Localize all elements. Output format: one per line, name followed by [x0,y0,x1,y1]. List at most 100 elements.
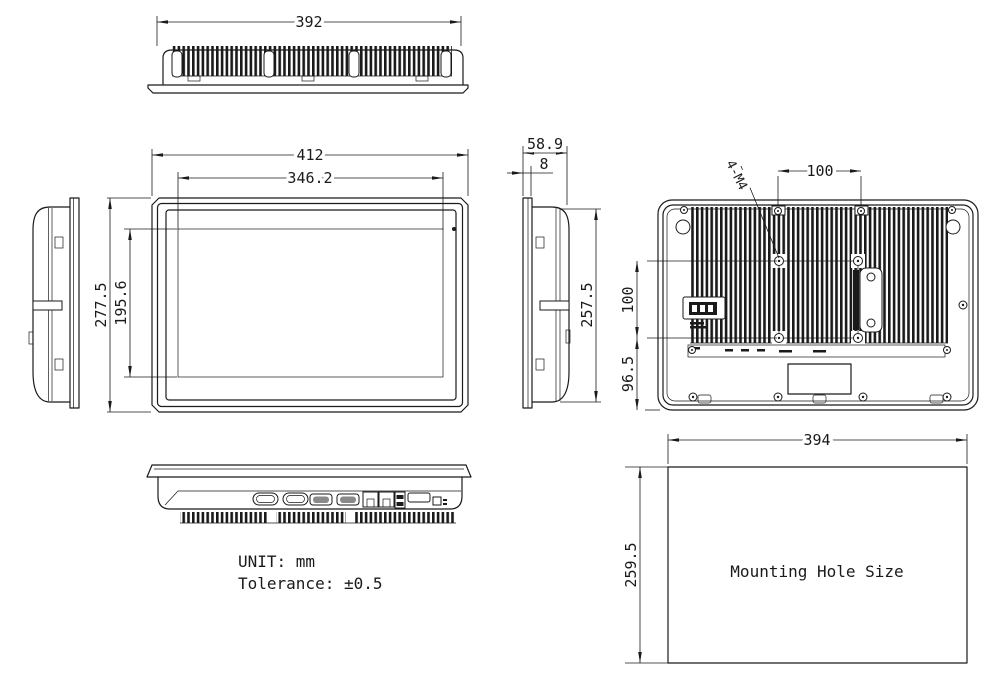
screw-icon [942,392,952,402]
drawing-notes: UNIT: mm Tolerance: ±0.5 [238,552,383,593]
side-mount-bar [539,300,570,311]
dim-label-195-6: 195.6 [112,280,130,325]
dim-cutout-height: 259.5 [622,466,668,664]
display-glass [165,209,457,401]
dim-vesa-horizontal: 100 [777,159,862,206]
top-view: 392 [147,10,469,94]
front-view: 412 346.2 277.5 195.6 [92,143,469,413]
mounting-hole-view: Mounting Hole Size 394 259.5 [622,428,968,664]
side-clip [54,236,64,249]
display-active-area [177,228,444,378]
top-tab [187,75,201,82]
corner-hole [675,219,691,235]
screw-icon [773,392,783,402]
rear-inner-line [662,204,974,406]
screw-icon [858,392,868,402]
vesa-mount-holes [774,256,863,343]
dim-display-width: 346.2 [177,166,444,230]
screw-icon [774,207,782,215]
dim-label-257-5: 257.5 [578,282,596,327]
dim-front-height: 277.5 [92,197,151,413]
side-mount-bar [32,300,63,311]
standoff-slot [171,50,183,78]
mounting-hole-label: Mounting Hole Size [730,562,903,581]
front-bezel-outline [151,197,469,413]
side-latch [565,329,571,344]
top-tab [415,75,429,82]
dim-label-259-5: 259.5 [622,542,640,587]
dim-label-100-top: 100 [806,162,833,180]
mounting-cutout-outline [667,466,968,664]
lan-port [378,491,395,508]
terminal-fine-print [690,326,708,329]
bracket-slot [853,270,859,330]
power-terminal-block [682,296,726,329]
bottom-view-body [157,476,463,510]
dim-vesa-vertical: 100 [619,260,777,339]
dim-label-4-m4: 4-M4 [722,158,750,193]
right-side-bezel [522,197,533,409]
io-strip-fine-print [691,347,826,353]
unit-note: UNIT: mm [238,552,315,571]
front-bezel-inner-line [156,202,464,408]
vesa-bracket [859,267,883,333]
side-latch [28,331,34,345]
top-tab [301,75,315,82]
dim-label-58-9: 58.9 [527,135,563,153]
screw-icon [688,392,698,402]
bottom-view [146,464,472,524]
usb-ports [394,491,406,509]
left-side-view [28,197,80,409]
rear-outer-shell [657,199,979,411]
rear-heatsink-fins [690,207,948,343]
corner-hole [945,219,961,235]
bottom-view-bezel [146,464,472,478]
screw-icon [857,207,865,215]
dim-cutout-width: 394 [667,428,968,464]
rear-view: 100 4-M4 100 96.5 [619,155,979,411]
screw-icon [688,346,696,354]
dim-depth: 58.9 [522,132,568,205]
left-side-bezel [69,197,80,409]
dim-label-96-5: 96.5 [619,356,637,392]
standoff-slot [440,50,452,78]
dim-label-8: 8 [539,155,548,173]
tolerance-note: Tolerance: ±0.5 [238,574,383,593]
bottom-fins [180,512,456,523]
side-clip [54,358,64,371]
side-clip [535,358,545,371]
led-indicator-icon [452,227,456,231]
dim-vesa-to-bottom: 96.5 [619,338,660,411]
dim-display-height: 195.6 [112,228,177,378]
video-port [407,492,431,503]
dim-front-width: 412 [151,143,469,196]
oval-cutout [252,492,279,506]
screw-icon [680,206,688,214]
top-view-front-bezel [147,84,469,94]
dim-label-394: 394 [803,431,830,449]
dim-label-346-2: 346.2 [287,169,332,187]
dim-label-392: 392 [295,13,322,31]
screw-icon [948,206,956,214]
right-side-view: 58.9 8 257.5 [507,132,601,409]
terminal-fine-print [690,322,704,325]
dim-rear-height: 257.5 [560,208,601,403]
standoff-slot [263,50,275,78]
side-clip [535,236,545,249]
bottom-tab [812,394,827,404]
dim-label-100-left: 100 [619,286,637,313]
bottom-tab [697,394,712,404]
oval-cutout [282,492,309,506]
dim-label-277-5: 277.5 [92,282,110,327]
dim-bezel-thickness: 8 [507,152,553,196]
io-ports [252,491,447,509]
bottom-tab [929,394,944,404]
dim-top-width: 392 [156,10,462,46]
top-view-heatsink-fins [172,46,452,76]
screw-icon [943,346,951,354]
lan-port [362,491,379,508]
power-jack [432,496,442,506]
rear-nameplate [787,363,852,395]
